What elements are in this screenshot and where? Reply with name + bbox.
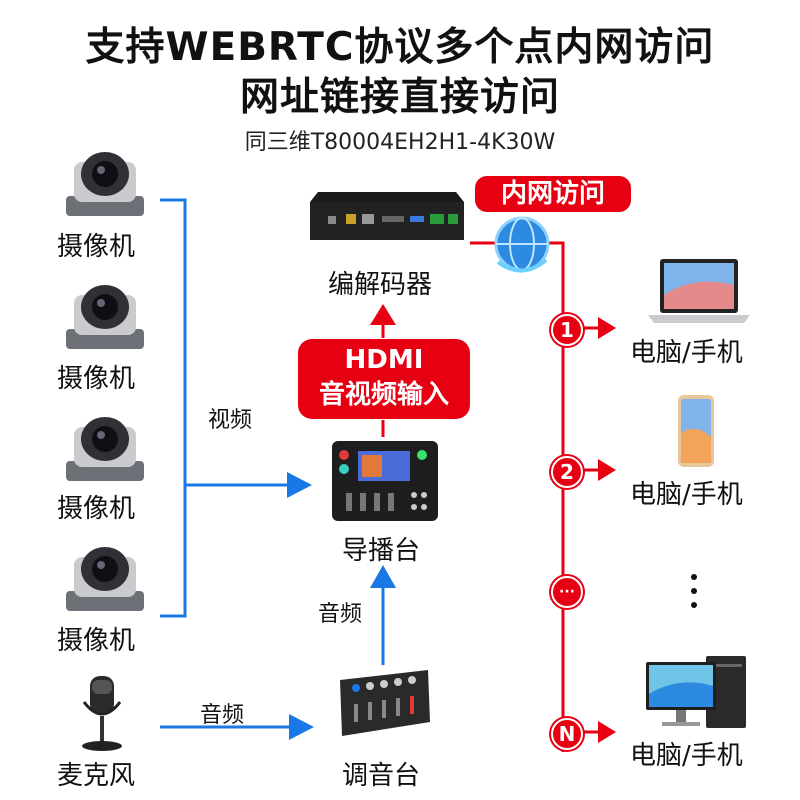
camera-bracket-line [160,198,187,618]
mixer-device [334,666,434,746]
encoder-device [306,188,466,258]
client-2-device [676,393,716,473]
title-line-1: 支持WEBRTC协议多个点内网访问 [85,25,715,70]
client-more [688,572,700,616]
desktop-pc-icon [646,656,746,728]
client-n-device [644,654,754,734]
client-badge-2: 2 [551,456,583,488]
camera-3-label: 摄像机 [57,494,136,524]
ptz-camera-icon [66,152,144,216]
title-line-2: 网址链接直接访问 [239,75,560,120]
mixer-label: 调音台 [342,761,421,791]
hdmi-input-box: HDMI 音视频输入 [298,339,470,419]
mic-audio-arrow-head [289,714,314,740]
ptz-camera-icon [66,547,144,611]
ellipsis-icon [691,574,697,608]
switcher-label: 导播台 [342,536,421,566]
client-badge-n: N [551,718,583,750]
hdmi-box-line1: HDMI [344,345,424,375]
encoder-red-arrow-head [370,304,396,325]
hdmi-box-line2: 音视频输入 [318,380,449,410]
switcher-device [330,437,440,529]
laptop-icon [648,259,750,323]
network-line-h [470,241,565,752]
camera-1-label: 摄像机 [57,232,136,262]
client-badge-1: 1 [551,314,583,346]
video-switcher-icon [332,441,438,521]
camera-1 [60,142,150,226]
video-arrow-head [287,472,312,498]
encoder-icon [310,192,464,240]
ptz-camera-icon [66,285,144,349]
ptz-camera-icon [66,417,144,481]
smartphone-icon [678,395,714,467]
camera-2-label: 摄像机 [57,364,136,394]
client-1-label: 电脑/手机 [630,338,743,368]
camera-4-label: 摄像机 [57,626,136,656]
audio-mixer-icon [340,670,430,736]
camera-2 [60,275,150,359]
audio-flow-label-mic: 音频 [200,703,245,728]
client-badge-more: ··· [551,576,583,608]
video-flow-label: 视频 [208,408,253,433]
microphone-icon [82,676,122,751]
microphone [72,672,132,758]
client-n-label: 电脑/手机 [630,741,743,771]
audio-up-arrow-head [370,565,396,588]
client-1-device [644,255,754,331]
client-2-label: 电脑/手机 [630,480,743,510]
encoder-label: 编解码器 [328,270,433,300]
camera-4 [60,537,150,621]
globe [490,214,554,282]
camera-3 [60,407,150,491]
model-subtitle: 同三维T80004EH2H1-4K30W [244,130,556,155]
lan-access-badge: 内网访问 [475,176,631,212]
mic-label: 麦克风 [57,761,136,791]
audio-flow-label-mixer: 音频 [318,602,363,627]
globe-icon [494,216,550,273]
